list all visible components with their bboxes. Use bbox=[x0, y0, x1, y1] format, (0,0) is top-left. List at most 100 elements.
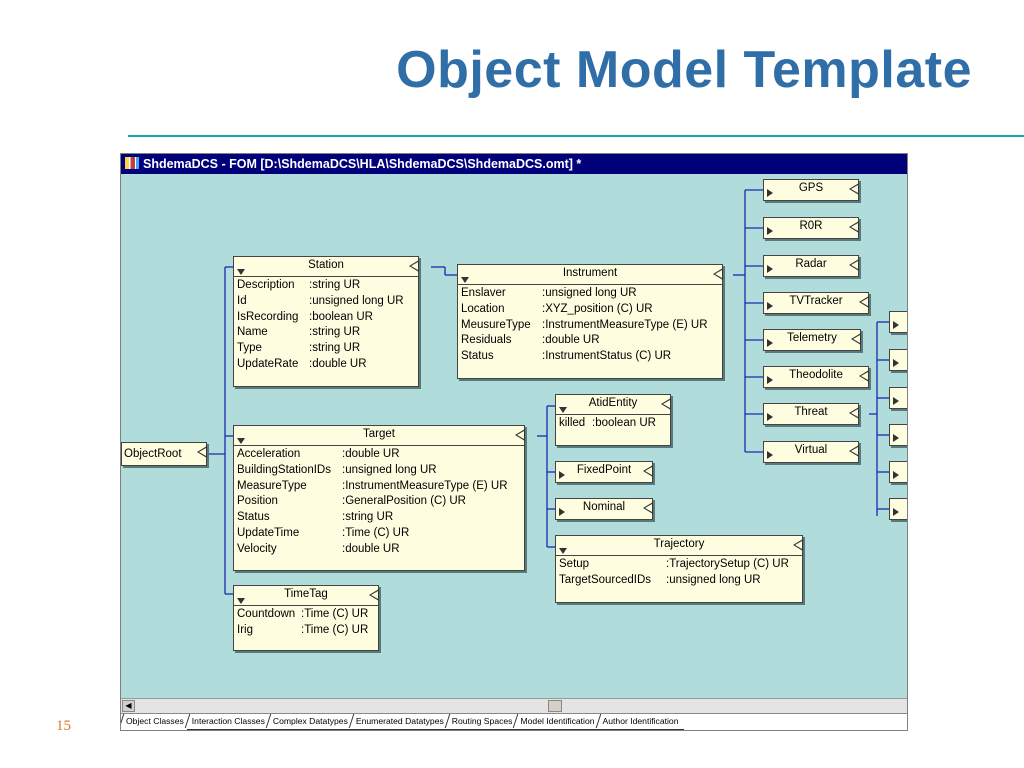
inherit-arrow-icon bbox=[515, 429, 525, 441]
attribute-row[interactable]: IsRecording:boolean UR bbox=[237, 310, 373, 323]
collapse-triangle-icon[interactable] bbox=[237, 598, 245, 604]
threat-subclass-box[interactable] bbox=[889, 387, 907, 409]
threat-subclass-box[interactable] bbox=[889, 311, 907, 333]
expand-triangle-icon[interactable] bbox=[767, 265, 773, 273]
threat-subclass-box[interactable] bbox=[889, 349, 907, 371]
class-name: Threat bbox=[794, 406, 828, 418]
tab-complex-datatypes[interactable]: Complex Datatypes bbox=[267, 714, 353, 730]
class-name: Virtual bbox=[794, 444, 828, 456]
class-atid-entity[interactable]: AtidEntity killed:boolean UR bbox=[555, 394, 671, 446]
attribute-row[interactable]: Type:string UR bbox=[237, 342, 361, 355]
class-gps[interactable]: GPS bbox=[763, 179, 859, 201]
class-fixed-point[interactable]: FixedPoint bbox=[555, 461, 653, 483]
horizontal-scrollbar[interactable]: ◀ bbox=[121, 698, 907, 714]
class-name: Theodolite bbox=[789, 369, 843, 381]
class-name: TimeTag bbox=[284, 588, 328, 600]
expand-triangle-icon[interactable] bbox=[767, 451, 773, 459]
inherit-arrow-icon bbox=[849, 407, 859, 419]
inherit-arrow-icon bbox=[859, 296, 869, 308]
expand-triangle-icon[interactable] bbox=[893, 321, 899, 329]
tab-interaction-classes[interactable]: Interaction Classes bbox=[186, 714, 270, 730]
class-object-root[interactable]: ObjectRoot bbox=[121, 442, 207, 466]
attribute-row[interactable]: Description:string UR bbox=[237, 279, 361, 291]
scroll-left-arrow-icon[interactable]: ◀ bbox=[122, 700, 135, 712]
attribute-row[interactable]: MeusureType:InstrumentMeasureType (E) UR bbox=[461, 318, 708, 331]
class-trajectory[interactable]: Trajectory Setup:TrajectorySetup (C) UR … bbox=[555, 535, 803, 603]
attribute-row[interactable]: Id:unsigned long UR bbox=[237, 294, 404, 307]
class-name: FixedPoint bbox=[576, 464, 632, 476]
scrollbar-thumb[interactable] bbox=[548, 700, 562, 712]
class-instrument[interactable]: Instrument Enslaver:unsigned long UR Loc… bbox=[457, 264, 723, 379]
expand-triangle-icon[interactable] bbox=[893, 471, 899, 479]
class-threat[interactable]: Threat bbox=[763, 403, 859, 425]
expand-triangle-icon[interactable] bbox=[559, 508, 565, 516]
class-name: Station bbox=[308, 259, 344, 271]
app-icon bbox=[125, 157, 139, 169]
inherit-arrow-icon bbox=[851, 333, 861, 345]
threat-subclass-box[interactable] bbox=[889, 498, 907, 520]
attribute-row[interactable]: Enslaver:unsigned long UR bbox=[461, 287, 637, 299]
attribute-row[interactable]: TargetSourcedIDs:unsigned long UR bbox=[559, 573, 761, 586]
attribute-row[interactable]: MeasureType:InstrumentMeasureType (E) UR bbox=[237, 479, 508, 492]
threat-subclass-box[interactable] bbox=[889, 461, 907, 483]
expand-triangle-icon[interactable] bbox=[893, 434, 899, 442]
tab-model-identification[interactable]: Model Identification bbox=[515, 714, 600, 730]
expand-triangle-icon[interactable] bbox=[767, 376, 773, 384]
inherit-arrow-icon bbox=[409, 260, 419, 272]
inherit-arrow-icon bbox=[369, 589, 379, 601]
expand-triangle-icon[interactable] bbox=[767, 339, 773, 347]
attribute-row[interactable]: UpdateRate:double UR bbox=[237, 357, 367, 370]
collapse-triangle-icon[interactable] bbox=[461, 277, 469, 283]
attribute-row[interactable]: Countdown:Time (C) UR bbox=[237, 608, 369, 620]
class-r0r[interactable]: R0R bbox=[763, 217, 859, 239]
attribute-row[interactable]: killed:boolean UR bbox=[559, 417, 656, 429]
attribute-row[interactable]: Residuals:double UR bbox=[461, 334, 600, 347]
tab-enumerated-datatypes[interactable]: Enumerated Datatypes bbox=[350, 714, 449, 730]
class-radar[interactable]: Radar bbox=[763, 255, 859, 277]
class-target[interactable]: Target Acceleration:double UR BuildingSt… bbox=[233, 425, 525, 571]
class-nominal[interactable]: Nominal bbox=[555, 498, 653, 520]
collapse-triangle-icon[interactable] bbox=[559, 548, 567, 554]
attribute-row[interactable]: Location:XYZ_position (C) UR bbox=[461, 302, 653, 315]
expand-triangle-icon[interactable] bbox=[767, 227, 773, 235]
class-name: TVTracker bbox=[789, 295, 843, 307]
window-titlebar[interactable]: ShdemaDCS - FOM [D:\ShdemaDCS\HLA\Shdema… bbox=[121, 154, 907, 174]
attribute-row[interactable]: Velocity:double UR bbox=[237, 542, 400, 555]
class-station[interactable]: Station Description:string UR Id:unsigne… bbox=[233, 256, 419, 387]
inheritance-connectors bbox=[207, 189, 889, 595]
class-theodolite[interactable]: Theodolite bbox=[763, 366, 869, 388]
attribute-row[interactable]: Name:string UR bbox=[237, 326, 361, 339]
tab-routing-spaces[interactable]: Routing Spaces bbox=[446, 714, 518, 730]
class-virtual[interactable]: Virtual bbox=[763, 441, 859, 463]
class-timetag[interactable]: TimeTag Countdown:Time (C) UR Irig:Time … bbox=[233, 585, 379, 651]
expand-triangle-icon[interactable] bbox=[767, 302, 773, 310]
class-tvtracker[interactable]: TVTracker bbox=[763, 292, 869, 314]
inherit-arrow-icon bbox=[643, 502, 653, 514]
collapse-triangle-icon[interactable] bbox=[237, 269, 245, 275]
attribute-row[interactable]: Acceleration:double UR bbox=[237, 448, 400, 460]
class-name: Instrument bbox=[562, 267, 618, 279]
tab-author-identification[interactable]: Author Identification bbox=[597, 714, 684, 730]
tab-object-classes[interactable]: Object Classes bbox=[121, 714, 189, 729]
class-telemetry[interactable]: Telemetry bbox=[763, 329, 861, 351]
attribute-row[interactable]: Status:InstrumentStatus (C) UR bbox=[461, 350, 672, 363]
attribute-row[interactable]: BuildingStationIDs:unsigned long UR bbox=[237, 463, 437, 476]
attribute-row[interactable]: UpdateTime:Time (C) UR bbox=[237, 526, 410, 539]
collapse-triangle-icon[interactable] bbox=[559, 407, 567, 413]
expand-triangle-icon[interactable] bbox=[893, 359, 899, 367]
threat-subclass-box[interactable] bbox=[889, 424, 907, 446]
attribute-row[interactable]: Status:string UR bbox=[237, 511, 394, 524]
expand-triangle-icon[interactable] bbox=[893, 397, 899, 405]
expand-triangle-icon[interactable] bbox=[893, 508, 899, 516]
expand-triangle-icon[interactable] bbox=[559, 471, 565, 479]
attribute-row[interactable]: Position:GeneralPosition (C) UR bbox=[237, 495, 466, 508]
expand-triangle-icon[interactable] bbox=[767, 189, 773, 197]
collapse-triangle-icon[interactable] bbox=[237, 438, 245, 444]
class-diagram-canvas[interactable]: ObjectRoot Station Description:string UR… bbox=[121, 174, 907, 698]
inherit-arrow-icon bbox=[849, 183, 859, 195]
class-name: AtidEntity bbox=[588, 397, 638, 409]
attribute-row[interactable]: Irig:Time (C) UR bbox=[237, 623, 369, 636]
expand-triangle-icon[interactable] bbox=[767, 413, 773, 421]
attribute-row[interactable]: Setup:TrajectorySetup (C) UR bbox=[559, 558, 789, 570]
